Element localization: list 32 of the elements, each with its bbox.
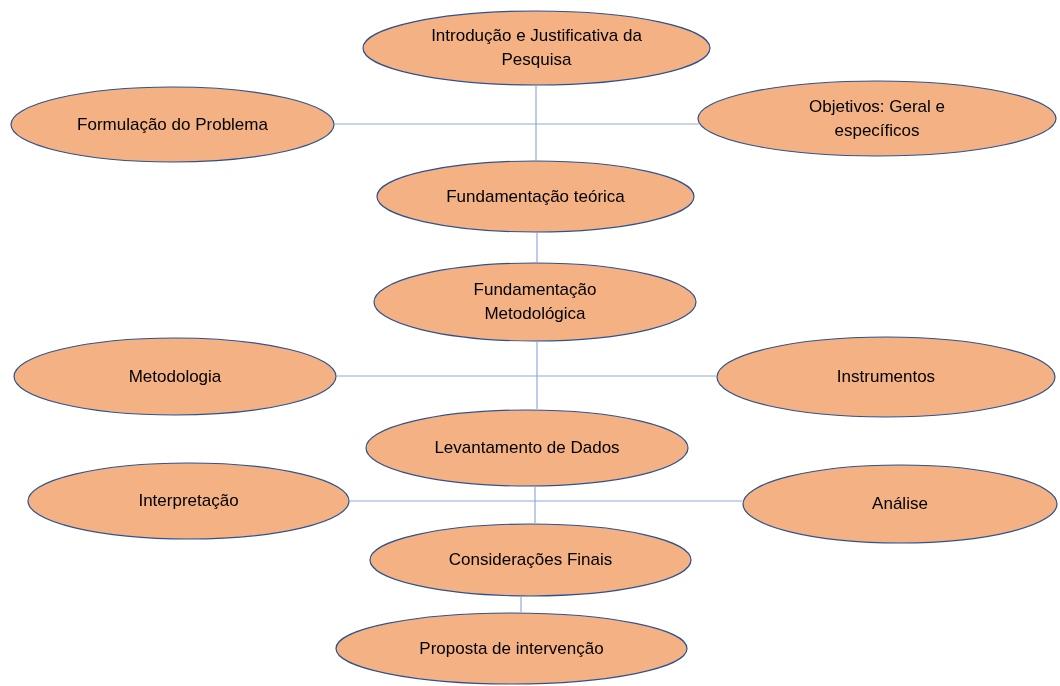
topic-label: Objetivos: Geral e específicos <box>807 95 947 142</box>
topic-ellipse <box>369 523 692 597</box>
topic-ellipse <box>13 337 337 416</box>
connector-line <box>534 486 536 524</box>
topic-ellipse <box>27 462 350 540</box>
topic-ellipse <box>742 464 1058 544</box>
topic-ellipse <box>10 86 335 163</box>
connector-line <box>349 500 744 502</box>
topic-label: Fundamentação teórica <box>446 185 625 208</box>
topic-ellipse <box>716 336 1056 418</box>
topic-ellipse <box>376 160 695 233</box>
connector-line <box>520 596 522 613</box>
topic-ellipse <box>697 80 1057 157</box>
topic-label: Interpretação <box>138 490 239 513</box>
topic-label: Fundamentação Metodológica <box>472 279 598 325</box>
topic-ellipse <box>335 612 688 685</box>
topic-label: Formulação do Problema <box>77 113 268 136</box>
topic-ellipse <box>365 409 689 487</box>
topic-label: Análise <box>872 493 928 516</box>
topic-label: Proposta de intervenção <box>419 637 604 660</box>
topic-label: Instrumentos <box>836 366 936 389</box>
topic-label: Metodologia <box>128 365 222 388</box>
connector-line <box>536 232 538 263</box>
connector-line <box>536 341 538 410</box>
topic-label: Considerações Finais <box>448 549 613 572</box>
topic-ellipse <box>362 10 711 86</box>
connector-line <box>535 85 537 161</box>
connector-line <box>334 123 700 125</box>
topic-label: Introdução e Justificativa da Pesquisa <box>430 25 643 71</box>
topic-ellipse <box>373 262 697 342</box>
topic-label: Levantamento de Dados <box>434 437 620 460</box>
connector-line <box>336 375 717 377</box>
